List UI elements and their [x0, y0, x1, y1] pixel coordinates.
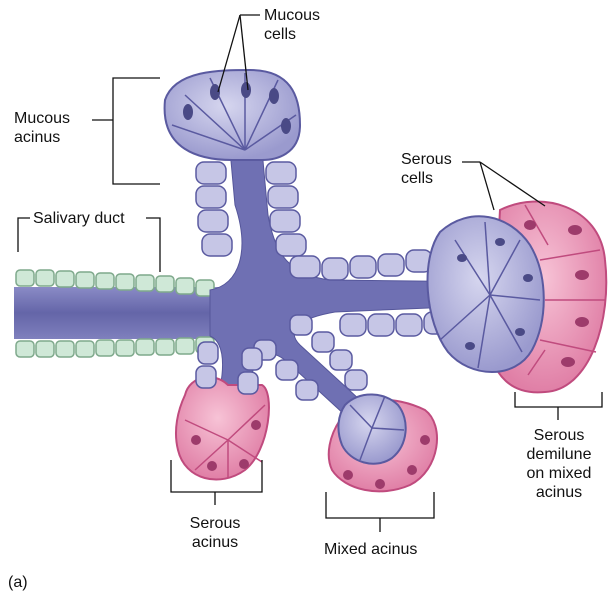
- salivary-duct-bracket-right: [146, 218, 160, 272]
- mixed-acinus: [329, 394, 437, 491]
- label-serous-cells: Serous cells: [401, 150, 452, 188]
- salivary-duct: [14, 270, 224, 357]
- label-serous-acinus: Serous acinus: [168, 514, 262, 552]
- salivary-duct-bracket-left: [18, 218, 30, 252]
- duct-epithelium-lower: [16, 337, 214, 357]
- label-salivary-duct: Salivary duct: [33, 209, 125, 228]
- serous-demilune-acinus: [428, 202, 607, 393]
- label-panel: (a): [8, 573, 28, 592]
- mixed-acinus-bracket: [326, 492, 434, 518]
- label-mucous-cells: Mucous cells: [264, 6, 320, 44]
- label-serous-demilune: Serous demilune on mixed acinus: [515, 426, 603, 502]
- serous-cells-leader-right: [480, 162, 545, 206]
- mucous-acinus-bracket: [113, 78, 160, 184]
- serous-cells-leader-left: [480, 162, 494, 210]
- serous-demilune-bracket: [515, 392, 602, 407]
- mucous-acinus: [165, 70, 300, 160]
- label-mixed-acinus: Mixed acinus: [324, 540, 417, 559]
- label-mucous-acinus: Mucous acinus: [14, 109, 70, 147]
